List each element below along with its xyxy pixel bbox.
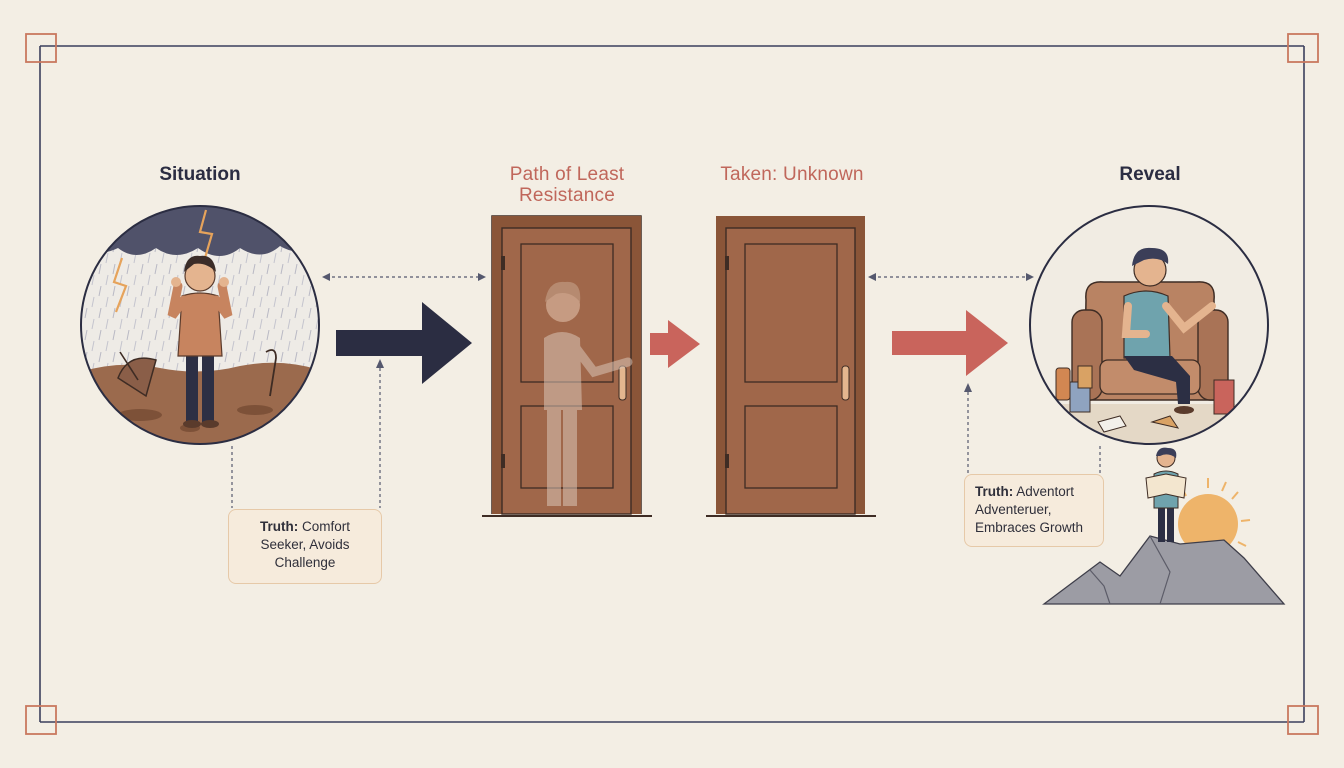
right-connectors <box>872 276 1101 474</box>
situation-illustration <box>80 205 320 445</box>
truth-label: Truth: <box>975 484 1014 499</box>
door-icon <box>706 216 876 517</box>
distressed-person-icon <box>167 255 233 428</box>
heading-taken-unknown: Taken: Unknown <box>720 164 864 185</box>
relaxed-person-icon <box>1121 247 1216 414</box>
map-reading-person-icon <box>1145 447 1187 542</box>
faded-person-icon <box>544 281 633 506</box>
snacks-icon <box>1055 365 1235 433</box>
mountain-icon <box>1042 535 1286 605</box>
dark-arrow <box>336 302 472 384</box>
heading-reveal: Reveal <box>1119 164 1181 185</box>
heading-situation: Situation <box>159 164 241 185</box>
heading-path-of-least-resistance: Path of Least Resistance <box>509 164 625 206</box>
left-connectors <box>231 276 482 508</box>
lightning-icon <box>112 209 214 313</box>
truth-note-left: Truth: Comfort Seeker, Avoids Challenge <box>228 509 382 584</box>
truth-label: Truth: <box>259 519 299 534</box>
truth-text: Comfort Seeker, Avoids Challenge <box>260 519 351 570</box>
corner-accents <box>25 33 1319 735</box>
red-arrow <box>892 310 1008 376</box>
small-red-arrow <box>650 320 700 368</box>
reveal-illustration <box>1029 205 1269 445</box>
truth-text: Adventort Adventeruer, Embraces Growth <box>975 484 1084 535</box>
page-frame <box>39 45 1305 723</box>
broken-umbrella-icon <box>117 349 277 398</box>
truth-note-right: Truth: Adventort Adventeruer, Embraces G… <box>964 474 1104 547</box>
